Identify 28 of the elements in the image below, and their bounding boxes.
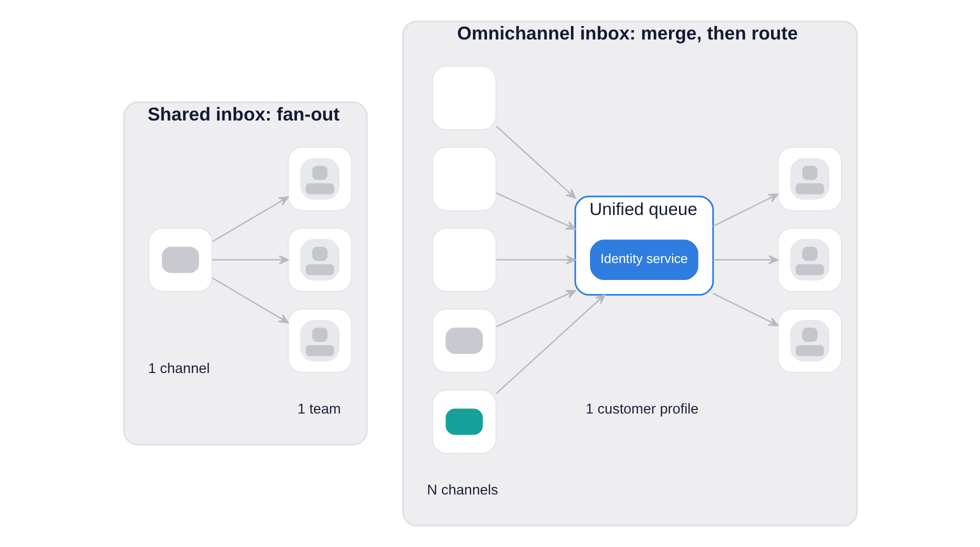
arrow <box>712 292 778 326</box>
arrow <box>212 196 288 242</box>
node-person <box>287 228 352 292</box>
node-picture <box>431 308 496 374</box>
label: N channels <box>426 482 498 498</box>
node-picture <box>431 389 496 454</box>
node-box <box>431 146 496 212</box>
node-person <box>777 308 842 374</box>
node-box: Identity service <box>590 240 698 280</box>
node-person <box>777 228 842 292</box>
node-person <box>287 146 352 212</box>
arrow <box>212 277 288 324</box>
arrow <box>712 194 778 227</box>
node-person <box>777 146 842 212</box>
arrow <box>496 290 576 328</box>
arrow <box>496 192 576 230</box>
label: 1 customer profile <box>585 401 698 418</box>
label: 1 team <box>296 401 340 418</box>
arrow <box>496 255 576 264</box>
node-box <box>431 66 496 130</box>
node-picture <box>148 228 212 292</box>
arrow <box>712 255 778 264</box>
arrow <box>495 126 576 199</box>
node-person <box>287 308 352 374</box>
node-box <box>431 228 496 292</box>
label: 1 channel <box>148 360 210 377</box>
arrow <box>495 294 605 394</box>
arrow <box>212 255 288 264</box>
